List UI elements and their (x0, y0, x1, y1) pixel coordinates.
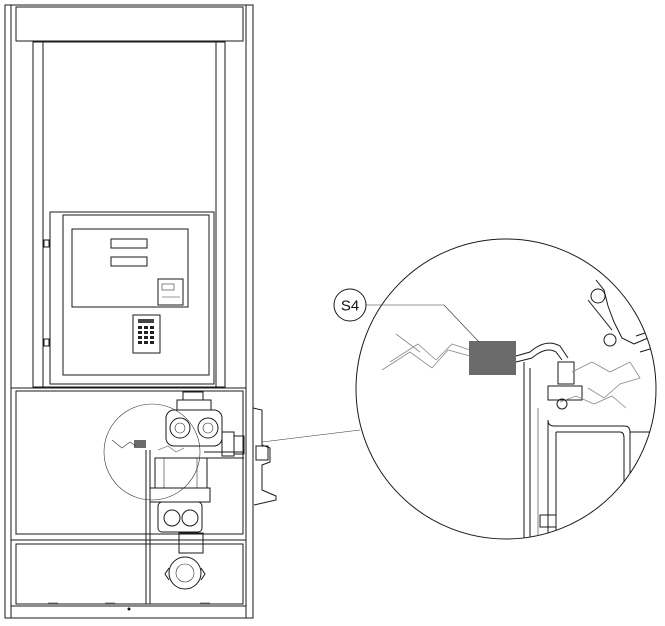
sensor-s4 (469, 341, 516, 375)
nozzle-holster (252, 407, 277, 506)
dispenser-cabinet (4, 4, 254, 619)
callout-s4: S4 (333, 288, 480, 343)
callout-label: S4 (341, 298, 359, 315)
keypad-keys (138, 319, 154, 344)
sensor-s4-small (134, 440, 146, 448)
detail-view (355, 238, 657, 540)
hydraulic-assembly (103, 391, 245, 604)
